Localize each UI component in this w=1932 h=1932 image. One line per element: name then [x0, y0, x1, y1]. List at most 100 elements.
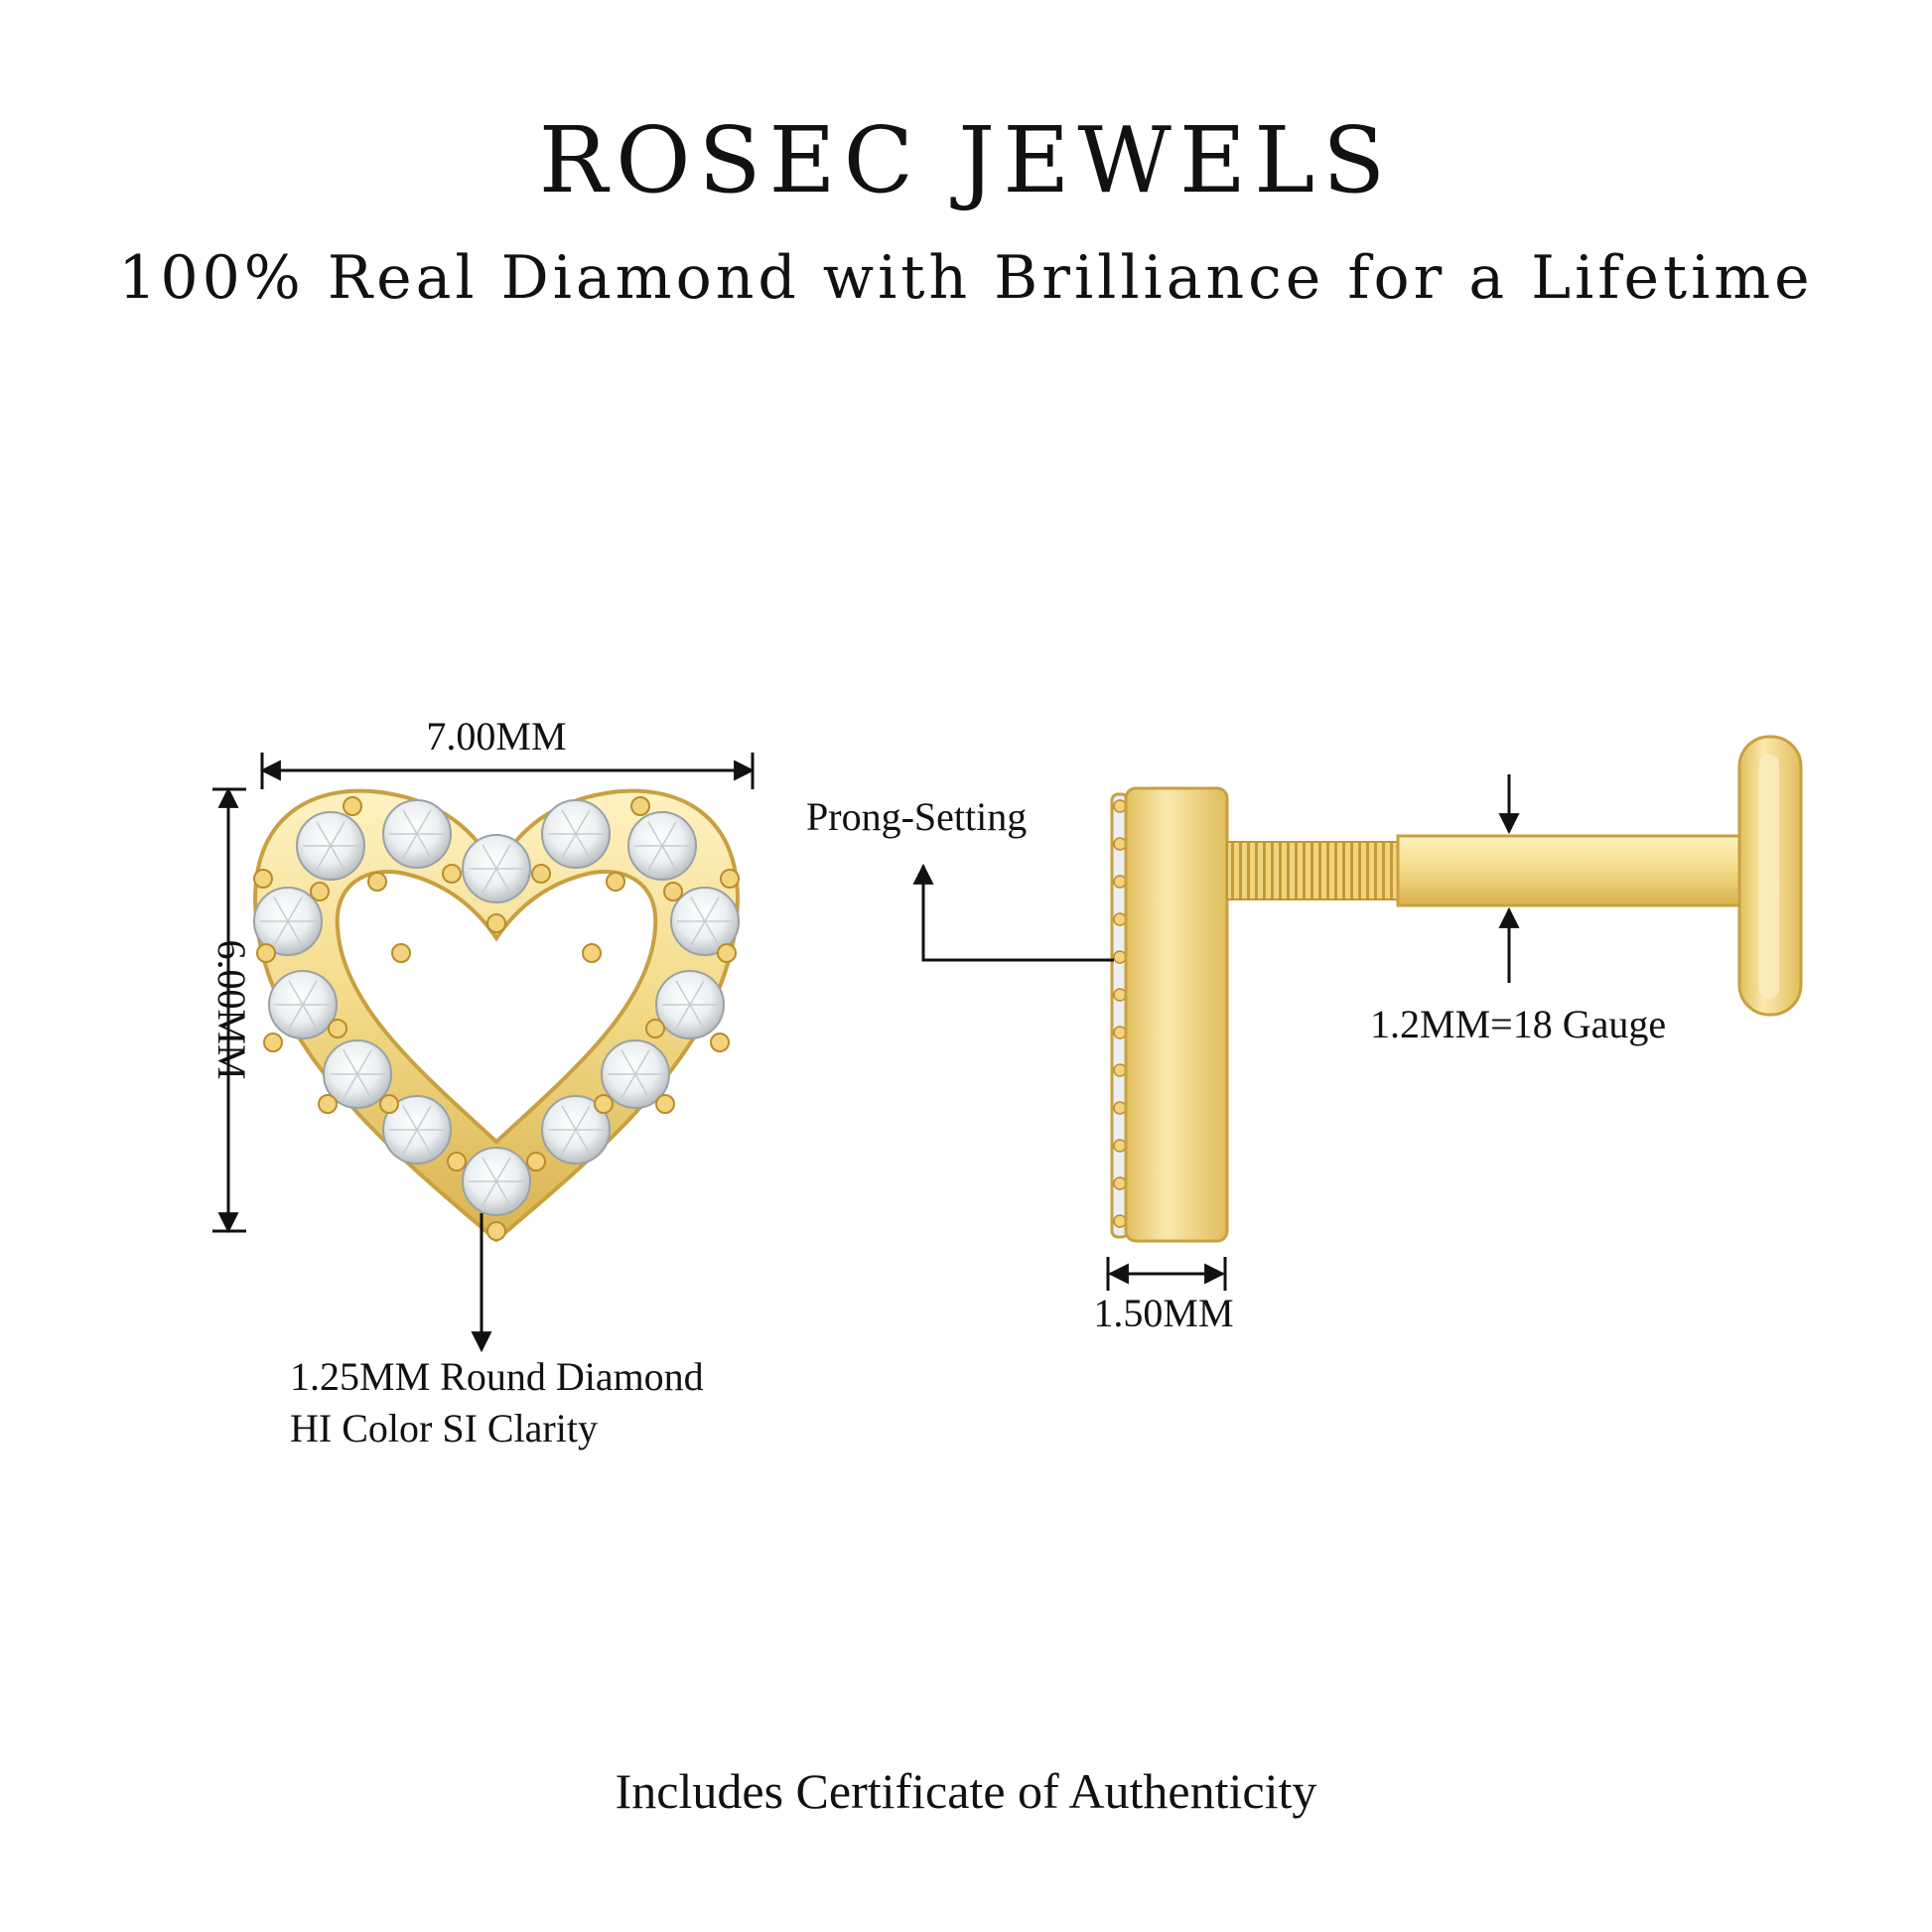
side-prong-bead: [1113, 988, 1127, 1002]
diamond-facet: [482, 868, 497, 894]
prong-bead: [645, 1019, 665, 1038]
diamond-facet: [647, 845, 663, 871]
width-label: 7.00MM: [426, 714, 566, 759]
prong-bead: [253, 869, 273, 889]
diamond-facet: [661, 821, 677, 847]
diamond-facet: [416, 833, 432, 859]
diamond-facet: [330, 821, 345, 847]
prong-bead: [663, 882, 683, 901]
prong-bead: [442, 864, 462, 884]
diamond-facet: [704, 897, 720, 922]
stone-label-line1: 1.25MM Round Diamond: [290, 1354, 704, 1399]
diamond-facet: [273, 920, 289, 946]
diamond-facet: [495, 868, 511, 894]
prong-bead: [526, 1152, 546, 1172]
prong-bead: [447, 1152, 467, 1172]
gauge-label: 1.2MM=18 Gauge: [1370, 1002, 1666, 1046]
brand-title: ROSEC JEWELS: [538, 107, 1394, 213]
prong-bead: [655, 1094, 675, 1114]
prong-bead: [379, 1094, 399, 1114]
diamond-facet: [704, 920, 720, 946]
diamond-facet: [495, 844, 511, 870]
diamond-facet: [634, 1073, 650, 1099]
diamond-stones: [253, 799, 740, 1216]
diamond-facet: [675, 1004, 691, 1030]
certificate-note: Includes Certificate of Authenticity: [615, 1763, 1317, 1819]
prong-bead: [720, 869, 740, 889]
diamond-facet: [621, 1049, 636, 1075]
diamond-facet: [356, 1073, 372, 1099]
prong-bead: [328, 1019, 347, 1038]
diamond-facet: [647, 821, 663, 847]
diamond-facet: [621, 1073, 636, 1099]
diamond-facet: [689, 980, 705, 1006]
diamond-facet: [402, 1129, 418, 1155]
diamond-facet: [402, 833, 418, 859]
side-prong-bead: [1113, 799, 1127, 813]
diamond-facet: [575, 1105, 591, 1131]
bar-shaft: [1396, 834, 1749, 907]
prong-bead: [717, 943, 737, 963]
diamond-facet: [416, 809, 432, 835]
side-prong-bead: [1113, 1026, 1127, 1039]
diamond-facet: [287, 897, 303, 922]
diamond-facet: [690, 920, 706, 946]
setting-pointer-line: [912, 863, 1114, 962]
diamond-facet: [561, 1105, 577, 1131]
diamond-facet: [416, 1129, 432, 1155]
diamond-facet: [482, 1157, 497, 1182]
diamond-facet: [575, 833, 591, 859]
diamond-facet: [634, 1049, 650, 1075]
prong-bead: [606, 872, 625, 892]
diamond-facet: [402, 1105, 418, 1131]
side-prong-bead: [1113, 950, 1127, 964]
diamond-facet: [495, 1157, 511, 1182]
earring-side-view: [1110, 735, 1803, 1243]
setting-label: Prong-Setting: [806, 794, 1027, 839]
diamond-facet: [302, 1004, 318, 1030]
prong-beads: [253, 796, 740, 1241]
diamond-facet: [316, 821, 332, 847]
diamond-facet: [561, 809, 577, 835]
thickness-label: 1.50MM: [1093, 1291, 1233, 1335]
side-prong-bead: [1113, 1101, 1127, 1115]
prong-bead: [343, 796, 362, 816]
prong-bead: [710, 1033, 730, 1052]
side-prong-bead: [1113, 875, 1127, 889]
diamond-facet: [690, 897, 706, 922]
diamond-facet: [416, 1105, 432, 1131]
prong-bead: [486, 1221, 506, 1241]
diamond-facet: [675, 980, 691, 1006]
diamond-facet: [561, 1129, 577, 1155]
diamond-facet: [575, 1129, 591, 1155]
prong-bead: [630, 796, 650, 816]
diamond-facet: [575, 809, 591, 835]
side-prong-bead: [1113, 1214, 1127, 1228]
diamond-facet: [561, 833, 577, 859]
side-prong-bead: [1113, 1176, 1127, 1190]
stone-label-line2: HI Color SI Clarity: [290, 1406, 598, 1450]
threaded-post: [1226, 841, 1399, 900]
prong-bead: [310, 882, 330, 901]
heart-inner-cutout: [335, 870, 658, 1145]
brand-tagline: 100% Real Diamond with Brilliance for a …: [118, 243, 1814, 313]
diamond-facet: [661, 845, 677, 871]
prong-bead: [594, 1094, 614, 1114]
prong-bead: [391, 943, 411, 963]
side-setting-body: [1124, 786, 1229, 1243]
prong-bead: [367, 872, 387, 892]
diamond-facet: [287, 920, 303, 946]
prong-bead: [256, 943, 276, 963]
diamond-facet: [273, 897, 289, 922]
diamond-facet: [482, 1180, 497, 1206]
diamond-facet: [288, 1004, 304, 1030]
side-prong-bead: [1113, 912, 1127, 926]
prong-bead: [318, 1094, 338, 1114]
prong-bead: [531, 864, 551, 884]
heart-front-view: [253, 788, 740, 1243]
diamond-facet: [343, 1049, 358, 1075]
prong-bead: [582, 943, 602, 963]
side-prong-bead: [1113, 1063, 1127, 1077]
